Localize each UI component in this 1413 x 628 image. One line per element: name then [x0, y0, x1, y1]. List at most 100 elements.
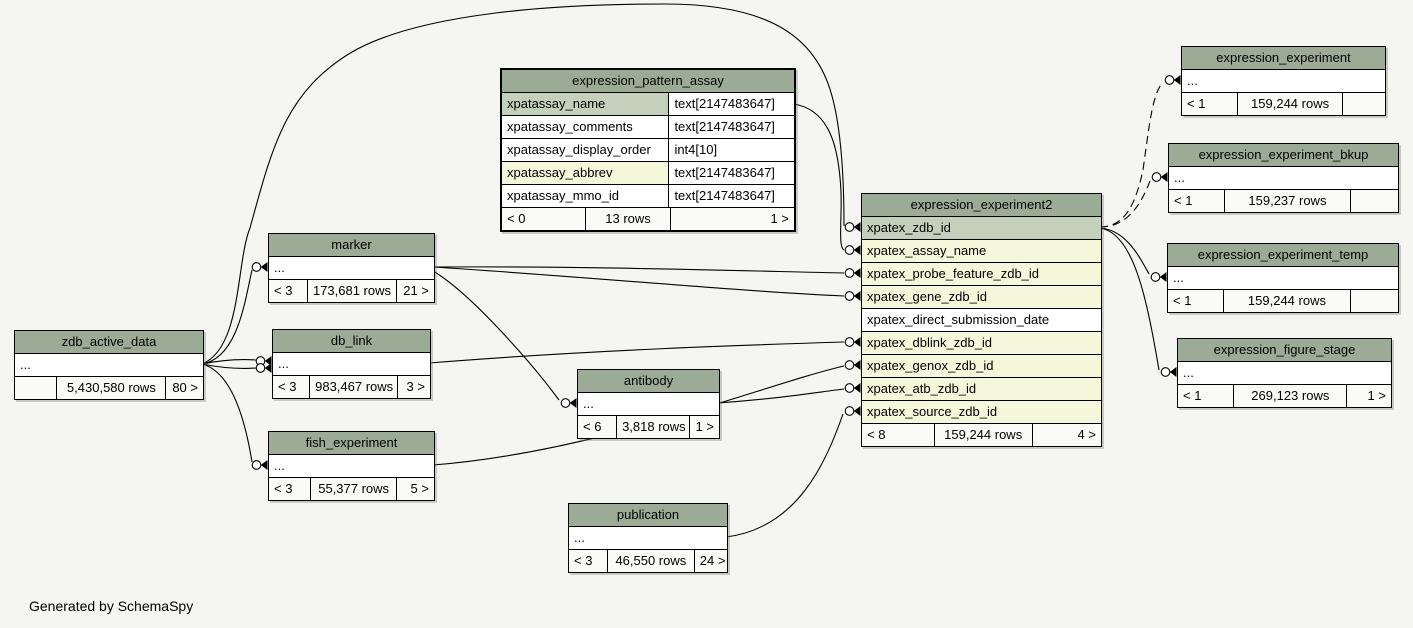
column-row-ellipsis: ... — [1169, 166, 1398, 189]
column-name: xpatex_source_zdb_id — [867, 404, 998, 419]
edge-zdb_active_data-to-fish_experiment — [201, 363, 253, 463]
table-expression_experiment_temp[interactable]: expression_experiment_temp... < 1 159,244 … — [1167, 243, 1399, 313]
column-name: ... — [583, 396, 594, 411]
generated-by-label: Generated by SchemaSpy — [29, 598, 194, 614]
crowfoot-arrow-icon — [264, 363, 272, 373]
column-row-xpatex_zdb_id: xpatex_zdb_id — [862, 216, 1101, 239]
crowfoot-arrow-icon — [264, 356, 272, 366]
crowfoot-arrow-icon — [853, 406, 861, 416]
footer-parents-degree: < 1 — [1183, 388, 1202, 403]
column-row-ellipsis: ... — [273, 352, 430, 375]
crowfoot-circle-icon — [255, 363, 266, 373]
column-row-xpatex_dblink_zdb_id: xpatex_dblink_zdb_id — [862, 331, 1101, 354]
footer-parents-degree: < 0 — [507, 211, 526, 226]
crowfoot-arrow-icon — [260, 262, 268, 272]
crowfoot-circle-icon — [844, 383, 855, 393]
column-name: xpatassay_display_order — [507, 142, 651, 157]
edge-expression_pattern_assay.xpatassay_name-to-expression_experiment2.xpatex_assay_name — [793, 103, 845, 251]
edge-expression_experiment2.xpatex_zdb_id-to-expression_experiment_temp — [1099, 227, 1150, 275]
column-row-xpatex_probe_feature_zdb_id: xpatex_probe_feature_zdb_id — [862, 262, 1101, 285]
edge-db_link-to-expression_experiment2.xpatex_dblink_zdb_id — [428, 341, 845, 364]
crowfoot-arrow-icon — [260, 460, 268, 470]
column-type: text[2147483647] — [668, 93, 794, 115]
footer-row-count: 5,430,580 rows — [56, 377, 165, 399]
table-title: expression_pattern_assay — [502, 70, 794, 92]
crowfoot-circle-icon — [844, 360, 855, 370]
edge-expression_experiment2.xpatex_zdb_id-to-expression_experiment_bkup — [1099, 180, 1151, 228]
footer-children-degree: 21 > — [396, 280, 434, 302]
column-name: ... — [1173, 270, 1184, 285]
footer-parents-degree — [15, 377, 56, 399]
footer-parents-degree: < 1 — [1187, 96, 1206, 111]
footer-children-degree: 24 > — [693, 550, 727, 572]
footer-parents-degree: < 6 — [583, 419, 602, 434]
column-name: xpatex_atb_zdb_id — [867, 381, 977, 396]
footer-children-degree — [1349, 290, 1398, 312]
column-row-xpatassay_comments: xpatassay_comments text[2147483647] — [502, 115, 794, 138]
edge-publication-to-expression_experiment2.xpatex_source_zdb_id — [725, 413, 844, 538]
crowfoot-circle-icon — [844, 245, 855, 255]
footer-row-count: 55,377 rows — [310, 478, 396, 500]
footer-children-degree: 1 > — [669, 208, 794, 230]
crowfoot-arrow-icon — [853, 222, 861, 232]
column-name: ... — [278, 356, 289, 371]
footer-children-degree — [1349, 190, 1398, 212]
column-name: xpatex_assay_name — [867, 243, 987, 258]
column-name: xpatex_gene_zdb_id — [867, 289, 987, 304]
footer-children-degree — [1342, 93, 1385, 115]
column-row-ellipsis: ... — [1178, 361, 1391, 384]
crowfoot-circle-icon — [560, 398, 571, 408]
edge-zdb_active_data-to-db_link — [201, 359, 257, 365]
table-title: expression_experiment — [1182, 47, 1385, 69]
footer-children-degree: 5 > — [396, 478, 434, 500]
footer-parents-degree: < 3 — [274, 283, 293, 298]
edge-marker-to-expression_experiment2.xpatex_gene_zdb_id — [432, 266, 845, 297]
column-name: xpatex_genox_zdb_id — [867, 358, 994, 373]
column-row-ellipsis: ... — [578, 392, 719, 415]
footer-row-count: 46,550 rows — [606, 550, 694, 572]
column-type: text[2147483647] — [668, 116, 794, 138]
footer-row-count: 173,681 rows — [306, 280, 396, 302]
table-title: expression_experiment_bkup — [1169, 144, 1398, 166]
column-row-xpatex_genox_zdb_id: xpatex_genox_zdb_id — [862, 354, 1101, 377]
footer-row-count: 983,467 rows — [309, 376, 397, 398]
column-name: ... — [1187, 73, 1198, 88]
column-row-ellipsis: ... — [15, 353, 203, 376]
footer-row-count: 159,244 rows — [1223, 290, 1350, 312]
crowfoot-circle-icon — [251, 460, 262, 470]
footer-children-degree: 1 > — [689, 416, 719, 438]
column-row-ellipsis: ... — [1168, 266, 1398, 289]
footer-parents-degree: < 1 — [1173, 293, 1192, 308]
crowfoot-circle-icon — [844, 337, 855, 347]
table-title: fish_experiment — [269, 432, 434, 454]
crowfoot-arrow-icon — [1159, 272, 1167, 282]
crowfoot-circle-icon — [1151, 172, 1162, 182]
column-name: ... — [1183, 365, 1194, 380]
footer-children-degree: 1 > — [1346, 385, 1391, 407]
crowfoot-arrow-icon — [853, 337, 861, 347]
table-title: expression_experiment_temp — [1168, 244, 1398, 266]
column-type: text[2147483647] — [668, 185, 794, 207]
column-name: xpatassay_comments — [507, 119, 633, 134]
crowfoot-arrow-icon — [853, 383, 861, 393]
footer-parents-degree: < 1 — [1174, 193, 1193, 208]
